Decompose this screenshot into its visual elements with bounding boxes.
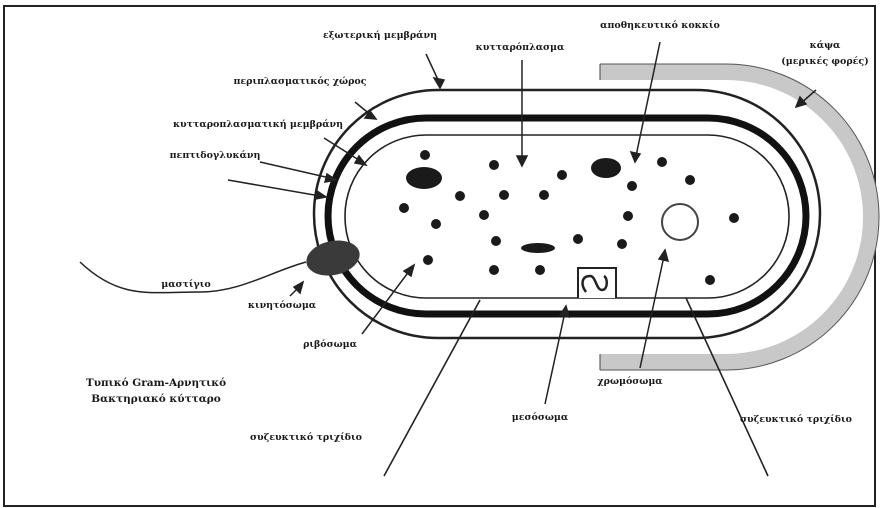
caption-line1: Τυπικό Gram-Αρνητικό (86, 377, 226, 389)
label-pilus-left: συζευκτικό τριχίδιο (250, 432, 362, 443)
capsule-outer-edge (600, 64, 879, 370)
label-peptidoglycan: πεπτιδογλυκάνη (170, 150, 261, 161)
caption-line2: Βακτηριακό κύτταρο (91, 393, 221, 405)
label-periplasmic-space: περιπλασματικός χώρος (233, 76, 366, 87)
label-pilus-right: συζευκτικό τριχίδιο (740, 414, 852, 425)
pilus-right (686, 298, 768, 476)
label-storage-granule: αποθηκευτικό κοκκίο (600, 20, 720, 31)
label-outer-membrane: εξωτερική μεμβράνη (323, 30, 437, 41)
storage-granule-1 (406, 167, 442, 189)
storage-granule-3 (521, 243, 555, 253)
label-capsule-line1: κάψα (810, 40, 841, 51)
label-ribosome: ριβόσωμα (303, 339, 358, 350)
label-chromosome: χρωμόσωμα (597, 376, 663, 387)
inclusion-ring (662, 204, 698, 240)
pilus-left (384, 300, 480, 476)
label-flagellum: μαστίγιο (161, 279, 210, 290)
storage-granule-2 (591, 158, 621, 178)
label-capsule-line2: (μερικές φορές) (781, 56, 868, 67)
label-cytoplasm: κυτταρόπλασμα (476, 42, 565, 53)
kinetosome (303, 236, 363, 280)
label-plasma-membrane: κυτταροπλασματική μεμβράνη (173, 119, 343, 130)
label-kinetosome: κινητόσωμα (248, 300, 317, 311)
label-mesosome: μεσόσωμα (512, 412, 569, 423)
